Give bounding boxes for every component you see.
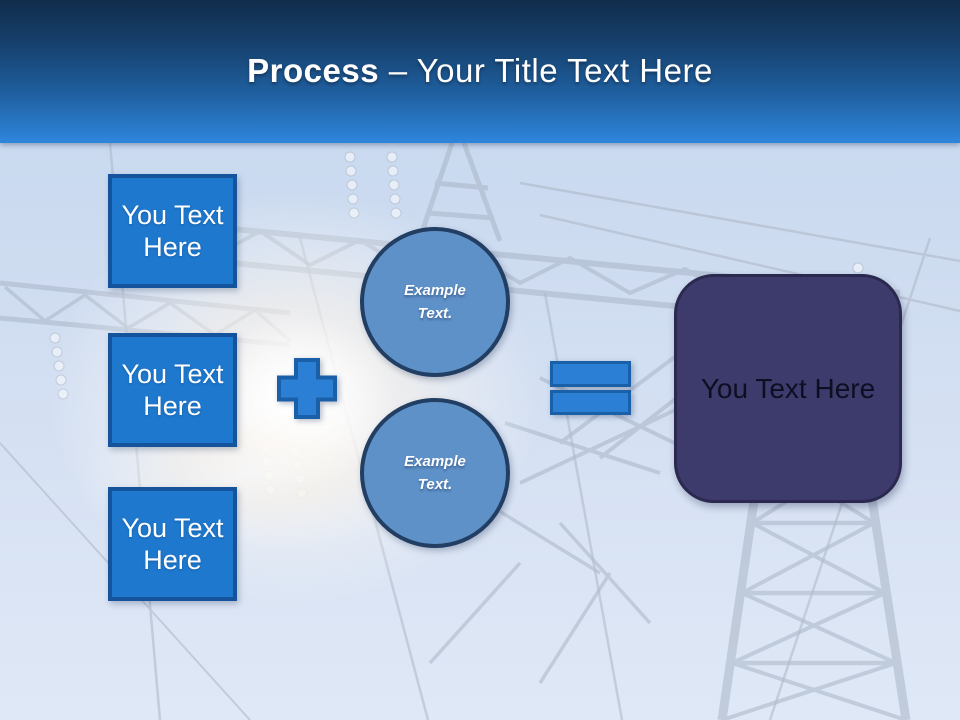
text-box-3-label: You Text Here [121,513,224,575]
plus-icon [277,358,337,419]
slide-title-keyword: Process [247,52,380,89]
example-circle-1-label: Example Text. [404,282,466,322]
text-box-1-label: You Text Here [121,200,224,262]
text-box-2[interactable]: You Text Here [108,333,237,447]
example-circle-2[interactable]: Example Text. [360,398,510,548]
slide-title-rest: – Your Title Text Here [388,52,713,89]
slide-title: Process – Your Title Text Here [0,52,960,90]
text-box-3[interactable]: You Text Here [108,487,237,601]
title-band: Process – Your Title Text Here [0,0,960,143]
text-box-1[interactable]: You Text Here [108,174,237,288]
equals-icon [550,361,631,415]
result-box-label: You Text Here [700,372,876,404]
example-circle-1[interactable]: Example Text. [360,227,510,377]
example-circle-2-label: Example Text. [404,453,466,493]
text-box-2-label: You Text Here [121,359,224,421]
result-box[interactable]: You Text Here [674,274,902,503]
